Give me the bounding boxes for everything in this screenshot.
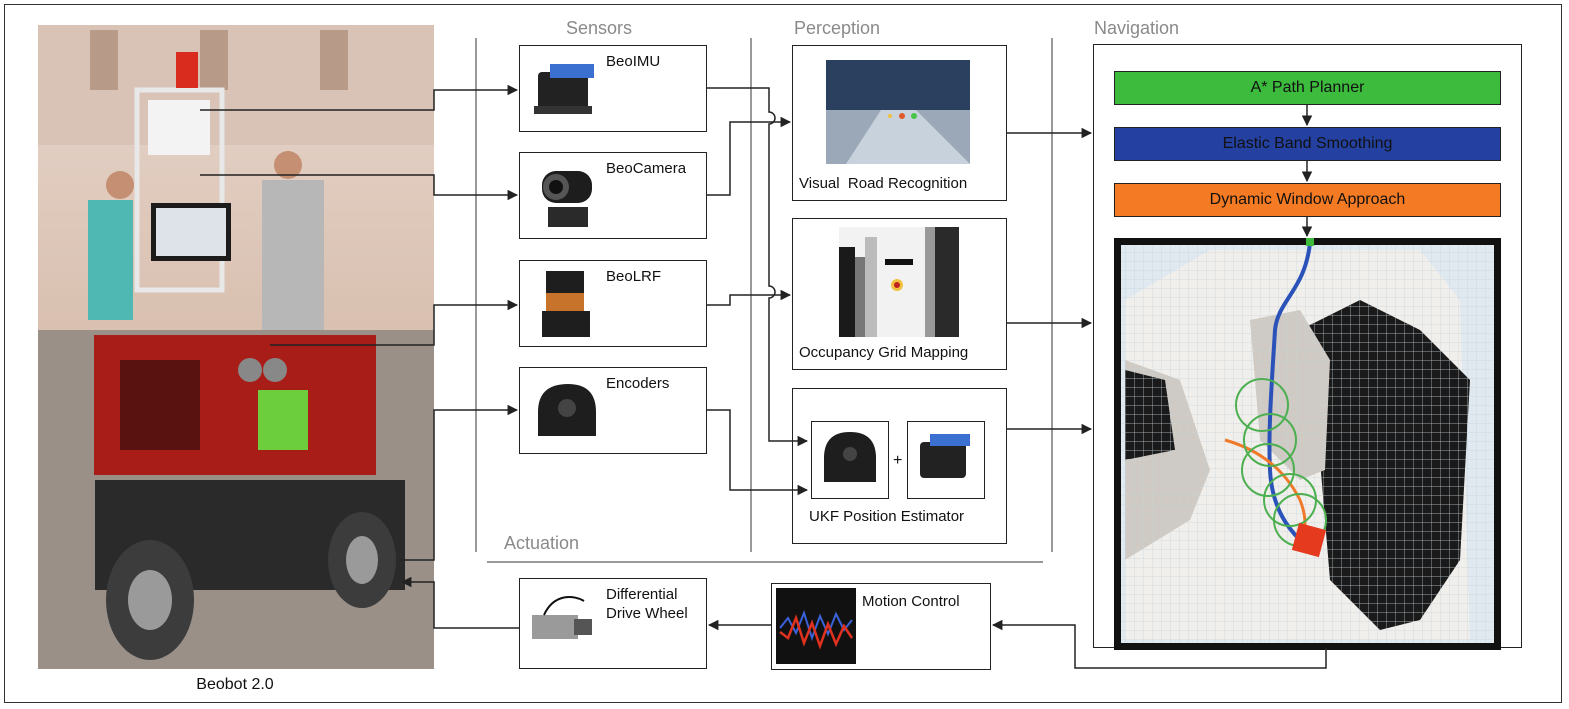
robot-caption: Beobot 2.0 — [196, 676, 274, 693]
planner-bar: A* Path Planner — [1114, 71, 1501, 105]
perception-label-ukf: UKF Position Estimator — [809, 508, 965, 525]
section-title-navigation: Navigation — [1094, 18, 1180, 38]
grid-map-image — [839, 227, 959, 337]
sensor-label-imu: BeoIMU — [606, 53, 661, 70]
drive-wheel-label-line1: Differential — [606, 586, 678, 603]
perception-box-road: Visual Road Recognition — [792, 45, 1007, 201]
sensor-box-imu: BeoIMU — [519, 45, 707, 132]
camera-icon — [542, 171, 592, 227]
encoder-icon — [824, 432, 876, 482]
imu-icon — [920, 434, 970, 478]
perception-label-grid: Occupancy Grid Mapping — [799, 344, 969, 361]
encoder-icon — [538, 384, 596, 436]
section-title-perception: Perception — [794, 18, 881, 38]
sensor-label-encoders: Encoders — [606, 375, 670, 392]
ukf-encoder-thumb — [811, 421, 889, 499]
ukf-plus-sign: + — [893, 452, 903, 469]
ukf-imu-thumb — [907, 421, 985, 499]
road-image — [826, 60, 970, 164]
sensor-label-lrf: BeoLRF — [606, 268, 662, 285]
section-title-actuation: Actuation — [504, 533, 580, 553]
smoothing-bar: Elastic Band Smoothing — [1114, 127, 1501, 161]
perception-label-road: Visual Road Recognition — [799, 175, 968, 192]
figure-frame — [4, 4, 1562, 703]
section-title-sensors: Sensors — [566, 18, 633, 38]
motion-control-box: Motion Control — [771, 583, 991, 670]
sensor-box-encoders: Encoders — [519, 367, 707, 454]
drive-motor-icon — [532, 595, 592, 639]
perception-box-ukf: + UKF Position Estimator — [792, 388, 1007, 544]
motion-plot-image — [776, 588, 856, 664]
sensor-box-camera: BeoCamera — [519, 152, 707, 239]
perception-box-grid: Occupancy Grid Mapping — [792, 218, 1007, 370]
motion-control-label: Motion Control — [862, 593, 960, 610]
sensor-label-camera: BeoCamera — [606, 160, 687, 177]
dwa-bar: Dynamic Window Approach — [1114, 183, 1501, 217]
drive-wheel-label-line2: Drive Wheel — [606, 605, 688, 622]
drive-wheel-box: Differential Drive Wheel — [519, 578, 707, 669]
lrf-icon — [542, 271, 590, 337]
imu-icon — [534, 64, 594, 114]
sensor-box-lrf: BeoLRF — [519, 260, 707, 347]
